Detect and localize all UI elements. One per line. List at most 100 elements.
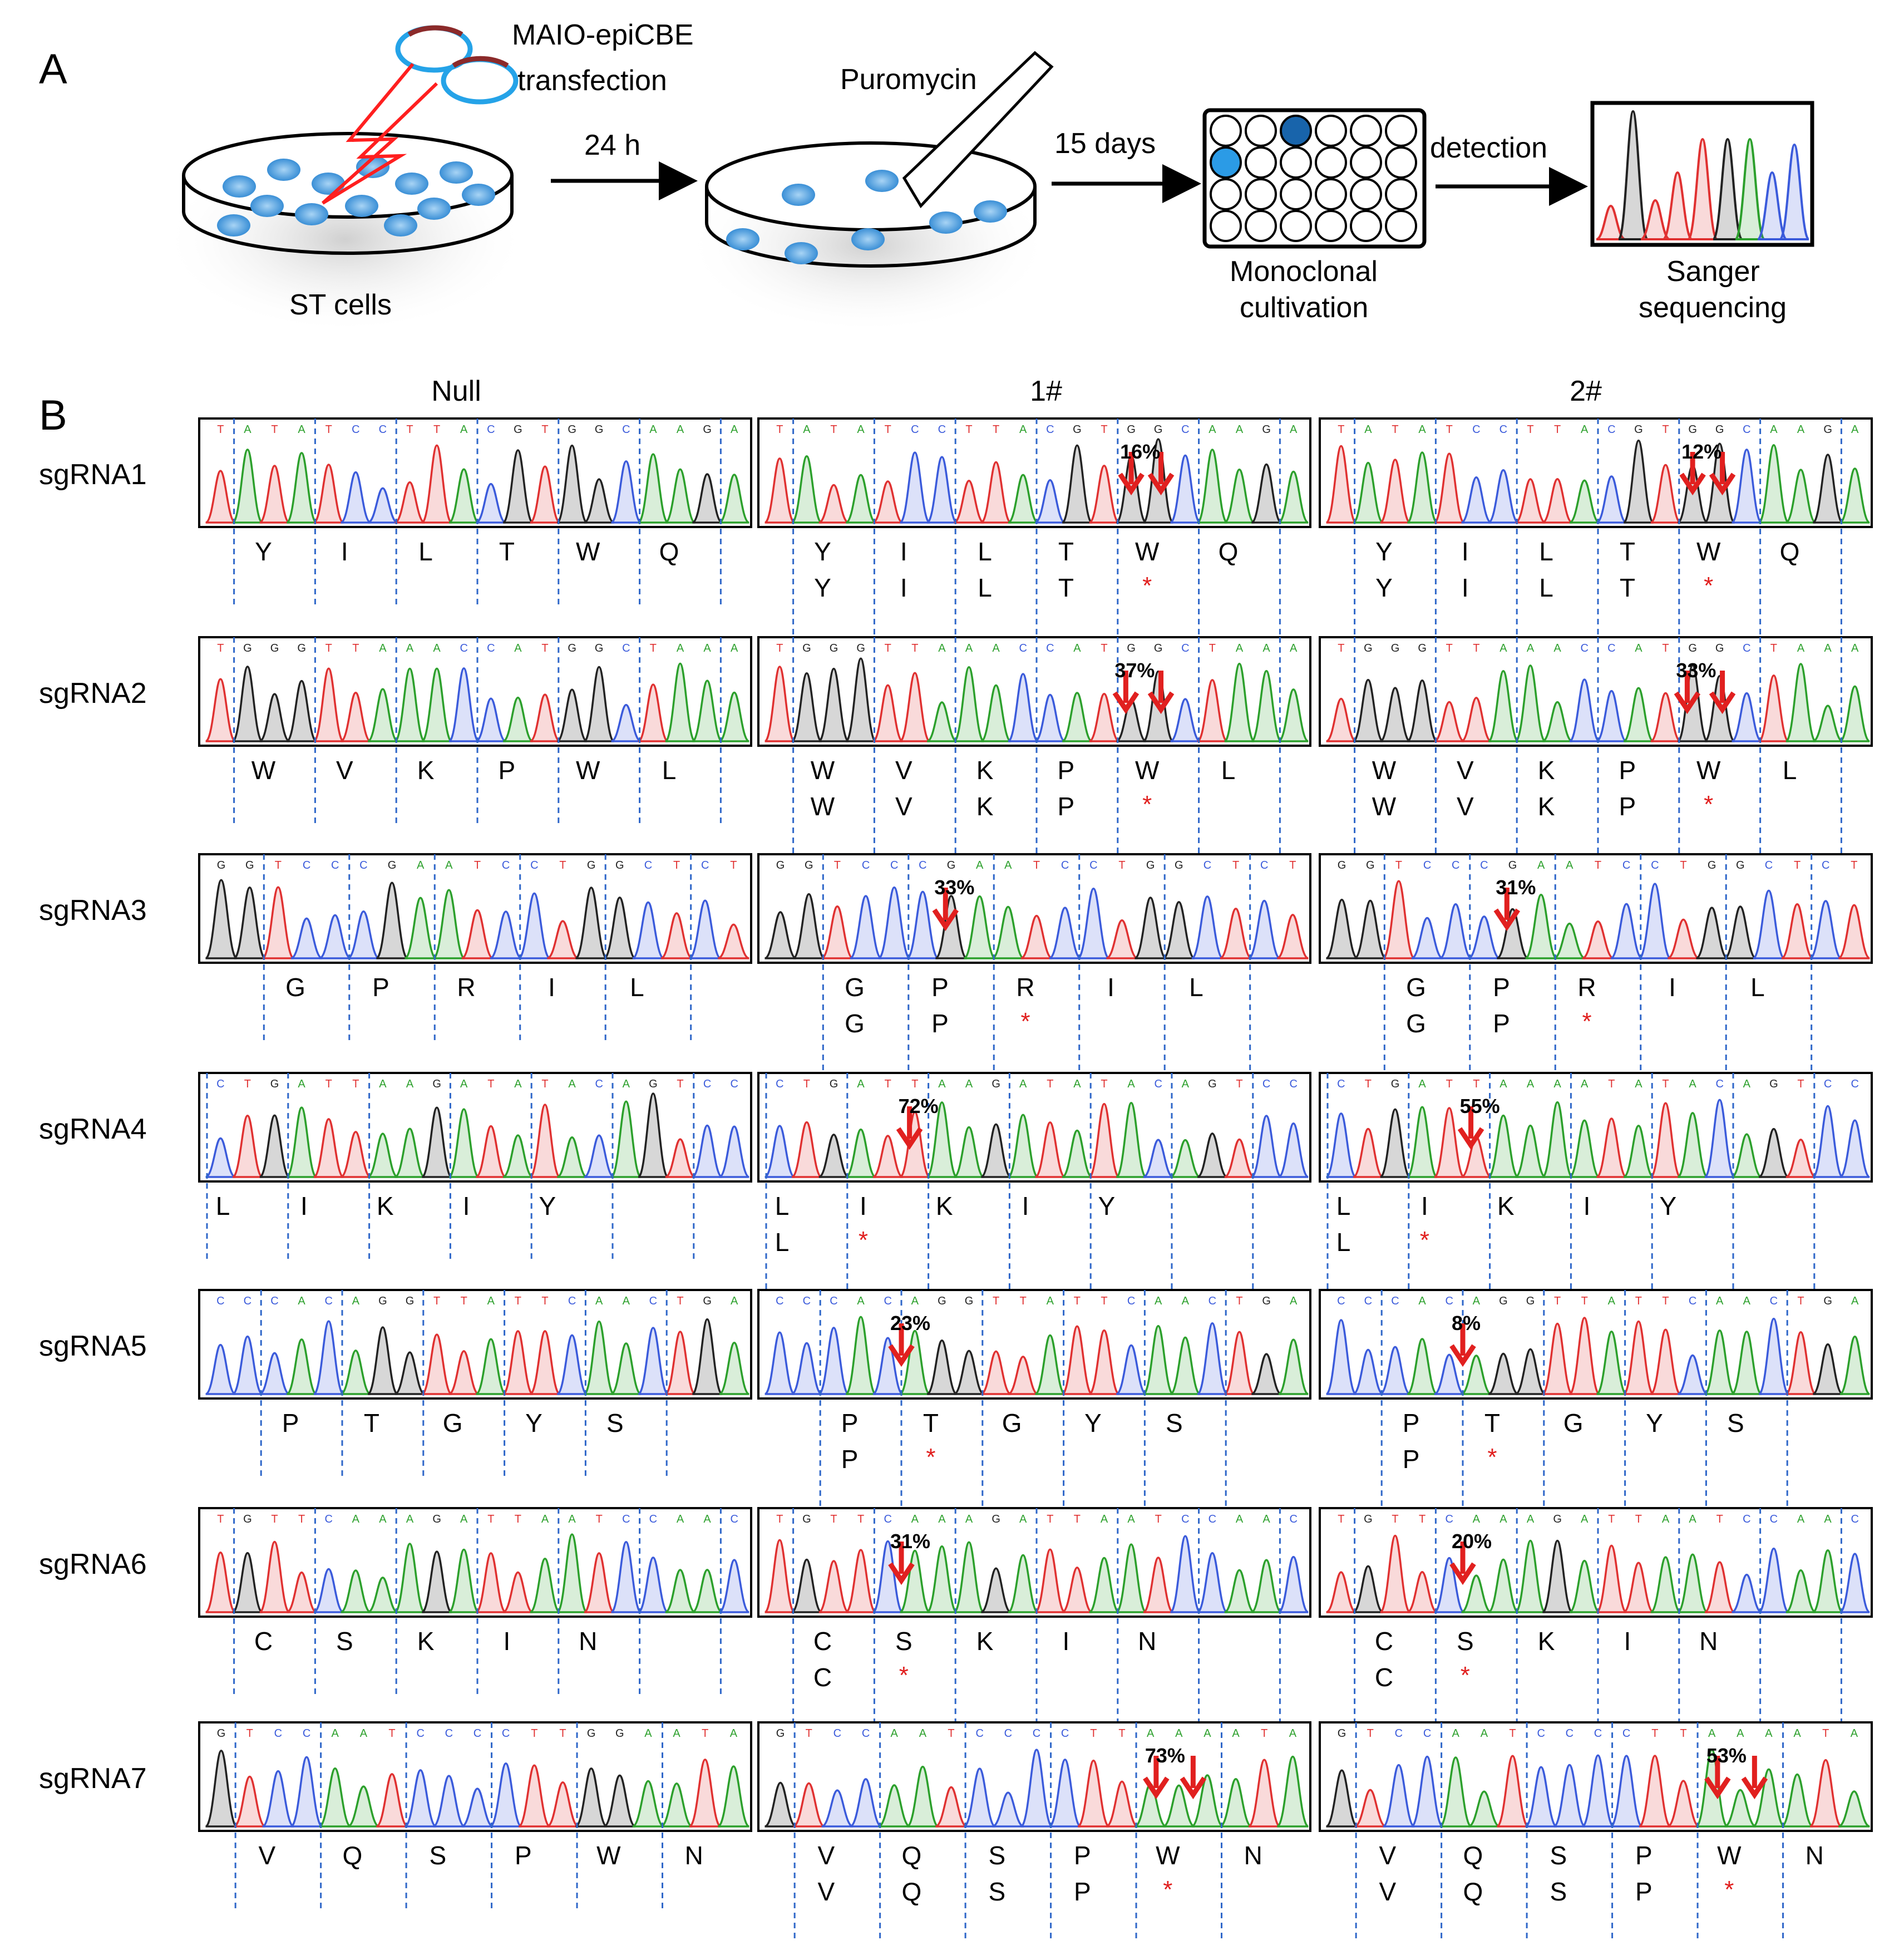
amino-acid-label: Y (814, 573, 831, 602)
plate-well (1280, 210, 1312, 242)
base-call: A (965, 1078, 973, 1090)
trace-peak (394, 481, 426, 524)
base-call: T (1446, 423, 1453, 436)
sanger-peak (1779, 143, 1810, 240)
chromatogram-frame (1319, 853, 1873, 964)
trace-peak (1062, 1325, 1093, 1395)
base-call: C (502, 1727, 510, 1740)
panel-a-letter: A (39, 46, 67, 93)
trace-peak (1758, 1127, 1789, 1178)
monoclonal-plate (1202, 108, 1427, 249)
trace-peak (845, 1316, 877, 1395)
amino-acid-label: W (1135, 756, 1160, 785)
sgrna-row-label: sgRNA1 (39, 459, 147, 491)
trace-peak (1704, 1099, 1736, 1178)
trace-peak (367, 1577, 398, 1613)
trace-peak (502, 1571, 534, 1613)
base-call: T (1101, 642, 1107, 654)
trace-peak (204, 879, 238, 959)
plate-well (1280, 178, 1312, 210)
trace-peak (872, 480, 904, 524)
trace-peak (1062, 1567, 1093, 1613)
amino-acid-label: S (988, 1841, 1005, 1870)
sgrna-row-label: sgRNA5 (39, 1330, 147, 1362)
base-call: T (776, 642, 783, 654)
base-call: C (776, 1078, 783, 1090)
base-call: C (1019, 642, 1027, 654)
base-call: A (1797, 423, 1805, 436)
base-call: A (857, 1295, 865, 1307)
base-call: G (830, 642, 838, 654)
base-call: C (1127, 1295, 1135, 1307)
base-call: C (568, 1295, 576, 1307)
amino-acid-label: I (1584, 1191, 1591, 1220)
trace-peak (1785, 1331, 1817, 1395)
base-call: T (1236, 1295, 1242, 1307)
amino-acid-label: S (1550, 1877, 1567, 1906)
puromycin-label: Puromycin (840, 63, 977, 96)
base-call: T (806, 1727, 812, 1740)
trace-peak (1020, 914, 1053, 959)
base-call: A (379, 1078, 387, 1090)
base-call: C (445, 1727, 453, 1740)
trace-peak (448, 468, 480, 524)
trace-peak (421, 1106, 452, 1178)
base-call: T (677, 1295, 683, 1307)
stop-codon-star: * (899, 1662, 909, 1689)
base-call: T (1338, 1513, 1344, 1525)
base-call: C (274, 1727, 282, 1740)
base-call: T (1118, 859, 1125, 871)
sgrna-row-label: sgRNA7 (39, 1762, 147, 1795)
trace-peak (1542, 1322, 1573, 1395)
base-call: T (1155, 1513, 1162, 1525)
trace-peak (1439, 903, 1472, 959)
plate-well (1350, 178, 1382, 210)
amino-acid-label: K (417, 1627, 435, 1656)
amino-acid-label: N (1138, 1627, 1156, 1656)
editing-percentage: 23% (890, 1312, 930, 1334)
trace-peak (394, 1543, 426, 1613)
trace-peak (502, 696, 534, 742)
trace-peak (1251, 463, 1282, 524)
sanger-label-line1: Sanger (1666, 255, 1760, 288)
trace-peak (367, 1326, 398, 1395)
trace-peak (347, 910, 380, 959)
editing-percentage: 33% (934, 876, 974, 899)
trace-peak (475, 482, 506, 524)
base-call: C (830, 1295, 837, 1307)
base-call: A (1073, 1078, 1081, 1090)
base-call: T (1595, 859, 1601, 871)
trace-peak (367, 1132, 398, 1178)
base-call: T (1392, 423, 1398, 436)
base-call: A (1203, 1727, 1211, 1740)
sanger-label-line2: sequencing (1639, 292, 1787, 324)
trace-peak (1468, 915, 1501, 959)
trace-peak (1088, 1102, 1120, 1178)
trace-peak (502, 1134, 534, 1178)
base-call: A (911, 1295, 919, 1307)
panel-a: A (39, 19, 1814, 334)
base-call: C (595, 1078, 603, 1090)
base-call: C (703, 1078, 711, 1090)
sanger-peak (1662, 171, 1693, 240)
amino-acid-label: R (457, 973, 475, 1002)
amino-acid-label: Y (1084, 1409, 1102, 1437)
trace-peak (764, 1331, 795, 1395)
base-call: A (460, 1513, 468, 1525)
amino-acid-label: S (988, 1877, 1005, 1906)
base-call: A (965, 1513, 973, 1525)
trace-peak (764, 1781, 797, 1828)
trace-peak (821, 905, 854, 959)
base-call: A (514, 1078, 522, 1090)
trace-peak (1623, 1562, 1654, 1613)
amino-acid-label: P (841, 1409, 859, 1437)
trace-peak (953, 1350, 985, 1395)
trace-peak (432, 1775, 465, 1828)
base-call: T (1851, 859, 1857, 871)
